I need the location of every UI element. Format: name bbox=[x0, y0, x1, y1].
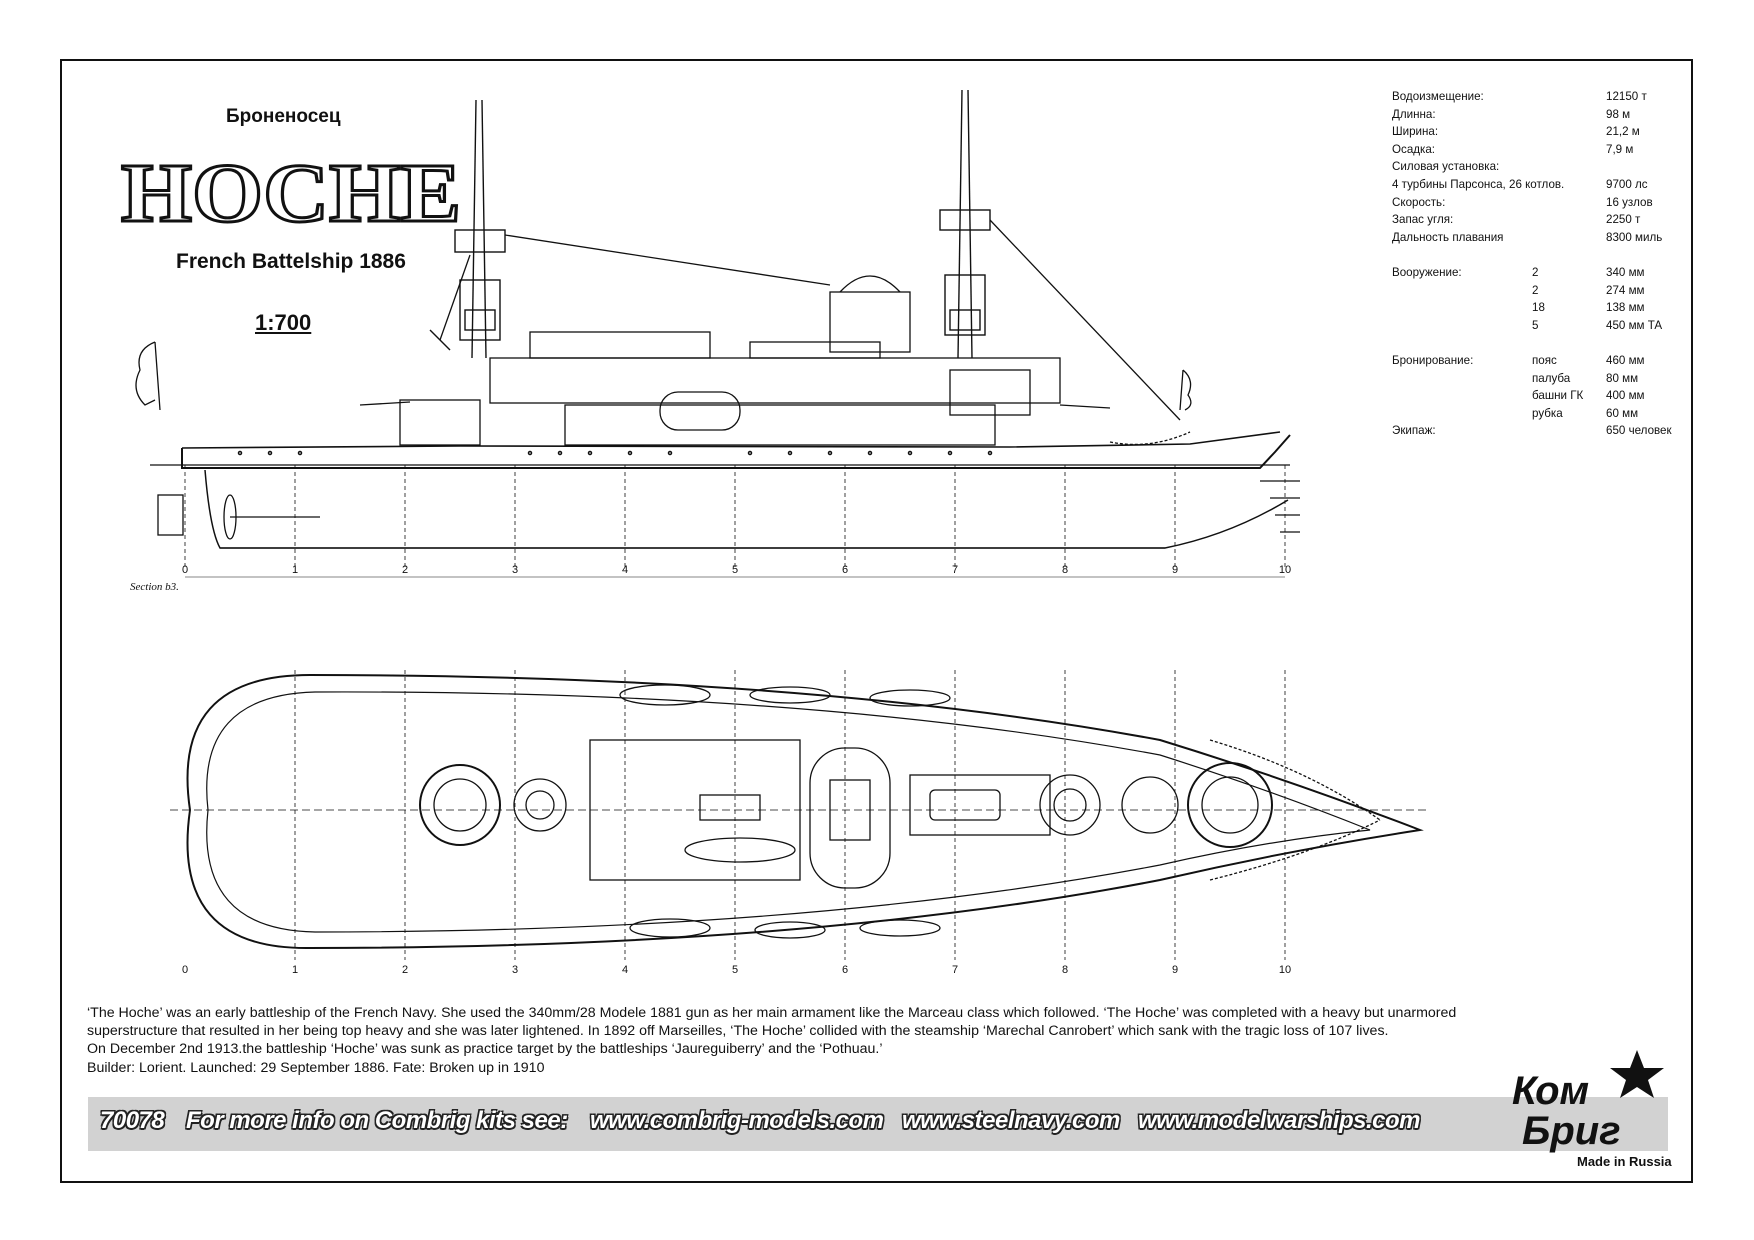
side-elevation-view bbox=[135, 89, 1300, 578]
frame-number: 2 bbox=[402, 964, 408, 976]
frame-number-labels: 0 0 1 1 2 2 3 3 4 4 5 5 6 6 7 7 8 8 9 9 10 10 bbox=[182, 564, 1291, 976]
spec-value: 7,9 м bbox=[1606, 142, 1634, 156]
logo-bottom-text: Бриг bbox=[1522, 1109, 1621, 1153]
spec-label: Ширина: bbox=[1392, 125, 1439, 139]
frame-number: 7 bbox=[952, 564, 958, 576]
frame-number: 3 bbox=[512, 564, 518, 576]
page-border bbox=[60, 59, 1693, 1183]
spec-value: 98 м bbox=[1606, 107, 1631, 121]
description-line: superstructure that resulted in her bein… bbox=[87, 1023, 1389, 1040]
frame-number: 10 bbox=[1279, 964, 1291, 976]
kit-code: 70078 bbox=[100, 1107, 165, 1134]
frame-number: 5 bbox=[732, 564, 738, 576]
spec-value: 16 узлов bbox=[1606, 195, 1653, 209]
spec-label: Водоизмещение: bbox=[1392, 90, 1484, 103]
frame-number: 3 bbox=[512, 964, 518, 976]
frame-number: 6 bbox=[842, 964, 848, 976]
mainmast bbox=[939, 89, 991, 359]
foremast bbox=[429, 99, 506, 359]
description-line: Builder: Lorient. Launched: 29 September… bbox=[87, 1059, 545, 1076]
spec-value: 80 мм bbox=[1606, 371, 1639, 385]
frame-number: 6 bbox=[842, 564, 848, 576]
ship-name-text: HOCHE bbox=[121, 155, 461, 231]
spec-value: 340 мм bbox=[1606, 265, 1645, 279]
ship-name-title: HOCHE bbox=[118, 155, 464, 231]
frame-number: 9 bbox=[1172, 964, 1178, 976]
website-link-combrig[interactable]: www.combrig-models.com bbox=[590, 1107, 884, 1134]
frame-number: 9 bbox=[1172, 564, 1178, 576]
spec-qty: 5 bbox=[1532, 318, 1539, 332]
spec-value: 2250 т bbox=[1606, 213, 1641, 227]
spec-qty: палуба bbox=[1532, 371, 1571, 385]
description-line: On December 2nd 1913.the battleship ‘Hoc… bbox=[87, 1041, 883, 1058]
spec-value: 450 мм ТА bbox=[1606, 318, 1663, 332]
spec-qty: 2 bbox=[1532, 265, 1539, 279]
spec-value: 460 мм bbox=[1606, 353, 1645, 367]
website-link-steelnavy[interactable]: www.steelnavy.com bbox=[902, 1107, 1120, 1134]
frame-number: 1 bbox=[292, 964, 298, 976]
spec-qty: пояс bbox=[1532, 353, 1557, 367]
frame-number: 0 bbox=[182, 964, 188, 976]
spec-qty: рубка bbox=[1532, 406, 1563, 420]
info-prompt: For more info on Combrig kits see: bbox=[186, 1107, 568, 1134]
spec-value: 274 мм bbox=[1606, 283, 1645, 297]
ship-description-line: French Battelship 1886 bbox=[176, 250, 406, 273]
spec-value: 650 человек bbox=[1606, 424, 1672, 438]
spec-label: Экипаж: bbox=[1392, 424, 1436, 438]
website-link-modelwarships[interactable]: www.modelwarships.com bbox=[1138, 1107, 1421, 1134]
ship-type-label: Броненосец bbox=[226, 106, 341, 127]
spec-label: Запас угля: bbox=[1392, 213, 1454, 227]
spec-qty: 2 bbox=[1532, 283, 1539, 297]
frame-scale-side bbox=[184, 465, 1286, 570]
history-description: ‘The Hoche’ was an early battleship of t… bbox=[87, 1004, 1507, 1077]
spec-value: 9700 лс bbox=[1606, 177, 1648, 191]
spec-label: Силовая установка: bbox=[1392, 160, 1500, 174]
spec-value: 8300 миль bbox=[1606, 230, 1663, 244]
description-line: ‘The Hoche’ was an early battleship of t… bbox=[87, 1005, 1457, 1021]
frame-scale-plan bbox=[294, 670, 1286, 960]
ship-blueprint: 0 0 1 1 2 2 3 3 4 4 5 5 6 6 7 7 8 8 9 9 10 10 Section b3. bbox=[110, 80, 1480, 980]
spec-label: Дальность плавания bbox=[1392, 230, 1504, 244]
section-label: Section b3. bbox=[130, 581, 179, 593]
frame-number: 4 bbox=[622, 564, 628, 576]
spec-value: 12150 т bbox=[1606, 90, 1647, 103]
frame-number: 4 bbox=[622, 964, 628, 976]
combrig-logo: Ком Бриг bbox=[1502, 1040, 1682, 1160]
spec-qty: 18 bbox=[1532, 301, 1545, 315]
frame-number: 8 bbox=[1062, 964, 1068, 976]
spec-label: Вооружение: bbox=[1392, 265, 1462, 279]
spec-value: 400 мм bbox=[1606, 389, 1645, 403]
spec-label: Длинна: bbox=[1392, 107, 1436, 121]
info-banner: 70078 For more info on Combrig kits see:… bbox=[88, 1097, 1668, 1151]
frame-number: 5 bbox=[732, 964, 738, 976]
frame-number: 0 bbox=[182, 564, 188, 576]
portholes bbox=[237, 450, 993, 456]
frame-number: 7 bbox=[952, 964, 958, 976]
frame-number: 8 bbox=[1062, 564, 1068, 576]
spec-label: Скорость: bbox=[1392, 195, 1446, 209]
spec-label: Бронирование: bbox=[1392, 353, 1474, 367]
star-icon bbox=[1610, 1050, 1664, 1098]
scale-label: 1:700 bbox=[255, 310, 312, 335]
frame-number: 2 bbox=[402, 564, 408, 576]
spec-label: Осадка: bbox=[1392, 142, 1436, 156]
spec-value: 60 мм bbox=[1606, 406, 1639, 420]
frame-number: 10 bbox=[1279, 564, 1291, 576]
spec-label: 4 турбины Парсонса, 26 котлов. bbox=[1392, 177, 1565, 191]
plan-view bbox=[170, 670, 1430, 960]
spec-qty: башни ГК bbox=[1532, 389, 1584, 403]
spec-value: 138 мм bbox=[1606, 301, 1645, 315]
made-in-label: Made in Russia bbox=[1577, 1154, 1672, 1169]
frame-number: 1 bbox=[292, 564, 298, 576]
spec-value: 21,2 м bbox=[1606, 125, 1640, 139]
logo-top-text: Ком bbox=[1512, 1069, 1589, 1113]
